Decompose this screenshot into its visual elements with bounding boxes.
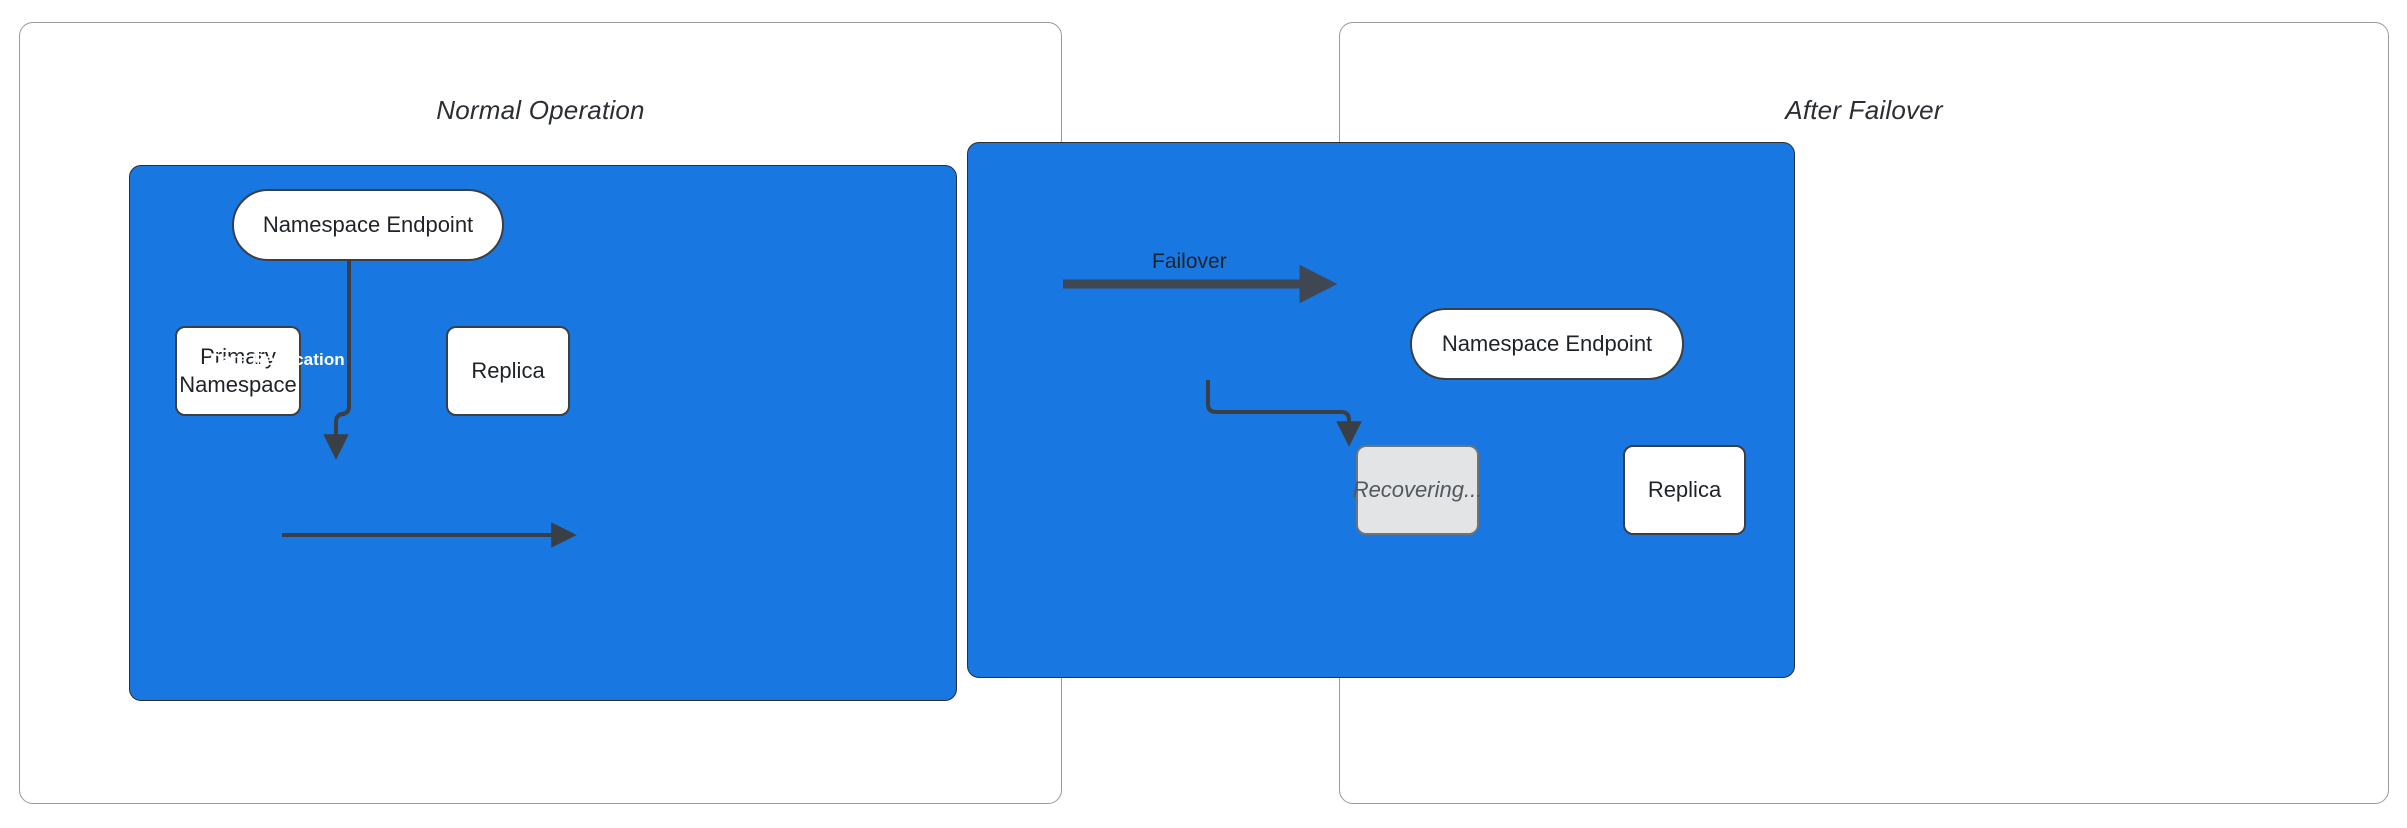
node-primary-namespace-line2: Namespace bbox=[179, 372, 297, 397]
edge-label-data-replication: Data Replication bbox=[210, 350, 345, 369]
node-primary-namespace[interactable]: Primary Namespace bbox=[175, 326, 301, 416]
panel-title-normal-operation: Normal Operation bbox=[436, 95, 645, 125]
node-namespace-endpoint-failover[interactable]: Namespace Endpoint bbox=[1410, 308, 1684, 380]
node-primary-namespace-line1: Primary bbox=[200, 343, 276, 369]
region-failover-deployment bbox=[967, 142, 1795, 678]
transition-label-failover: Failover bbox=[1152, 250, 1227, 273]
node-replica-normal[interactable]: Replica bbox=[446, 326, 570, 416]
node-replica-failover[interactable]: Replica bbox=[1623, 445, 1746, 535]
node-recovering[interactable]: Recovering... bbox=[1353, 445, 1482, 535]
node-namespace-endpoint-normal[interactable]: Namespace Endpoint bbox=[232, 189, 504, 261]
panel-title-after-failover: After Failover bbox=[1785, 95, 1943, 125]
panel-normal-operation: Normal Operation Namespace Endpoint Prim… bbox=[19, 22, 1062, 804]
